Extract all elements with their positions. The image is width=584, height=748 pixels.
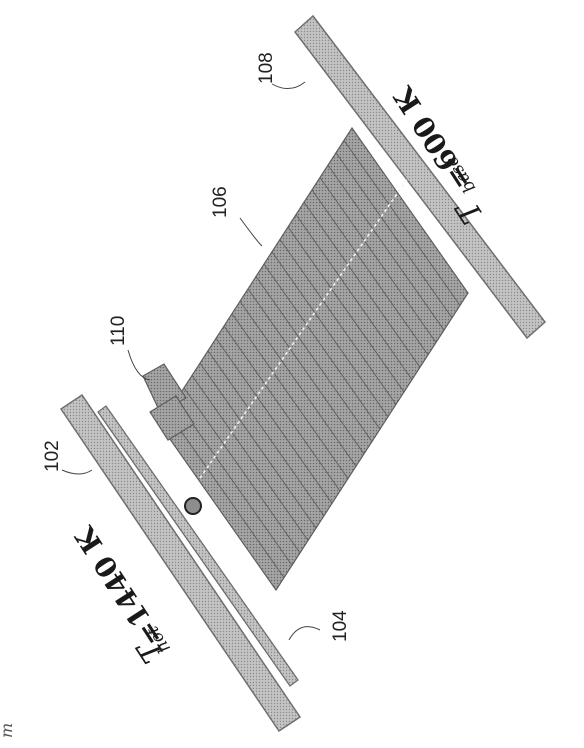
- stack-groove: [223, 325, 341, 492]
- leader-104: [288, 626, 321, 641]
- leader-106: [239, 217, 263, 247]
- stack-groove: [183, 387, 301, 554]
- thin-plate-104: [97, 405, 299, 687]
- stack-groove: [231, 313, 349, 479]
- stack-groove: [295, 214, 413, 380]
- stack-groove: [311, 189, 429, 356]
- stack-groove: [167, 412, 285, 578]
- leader-lines: [61, 81, 321, 641]
- stack-groove: [239, 301, 357, 467]
- stack-groove: [279, 239, 397, 405]
- stack-groove: [327, 164, 445, 331]
- leader-108: [271, 81, 306, 89]
- base-plate-108: [293, 14, 547, 340]
- ref-label-106: 106: [210, 186, 231, 218]
- hot-plate-102: [59, 393, 302, 733]
- stack-groove: [271, 251, 389, 418]
- stack-groove: [199, 362, 317, 529]
- stack-groove: [247, 288, 365, 455]
- leader-110: [127, 349, 151, 381]
- stack-groove: [287, 226, 405, 393]
- stack-groove: [263, 263, 381, 430]
- leader-102: [61, 469, 93, 475]
- component-110-base: [149, 395, 195, 441]
- stack-groove: [175, 400, 293, 566]
- ref-label-104: 104: [330, 610, 351, 642]
- element-stack-centerline: [199, 177, 409, 479]
- stack-groove: [207, 350, 325, 517]
- ref-label-102: 102: [42, 440, 63, 472]
- element-stack-106: [159, 126, 469, 592]
- stack-groove: [255, 276, 373, 442]
- stack-groove: [319, 177, 437, 343]
- ref-label-110: 110: [108, 316, 129, 346]
- stack-groove: [303, 202, 421, 368]
- edge-text: m: [0, 723, 16, 738]
- stack-groove: [343, 140, 461, 306]
- element-stack-grooves: [167, 140, 461, 578]
- stack-groove: [335, 152, 453, 319]
- stack-groove: [215, 338, 333, 504]
- ref-label-108: 108: [256, 52, 277, 84]
- stack-groove: [191, 375, 309, 541]
- contact-point: [184, 497, 202, 515]
